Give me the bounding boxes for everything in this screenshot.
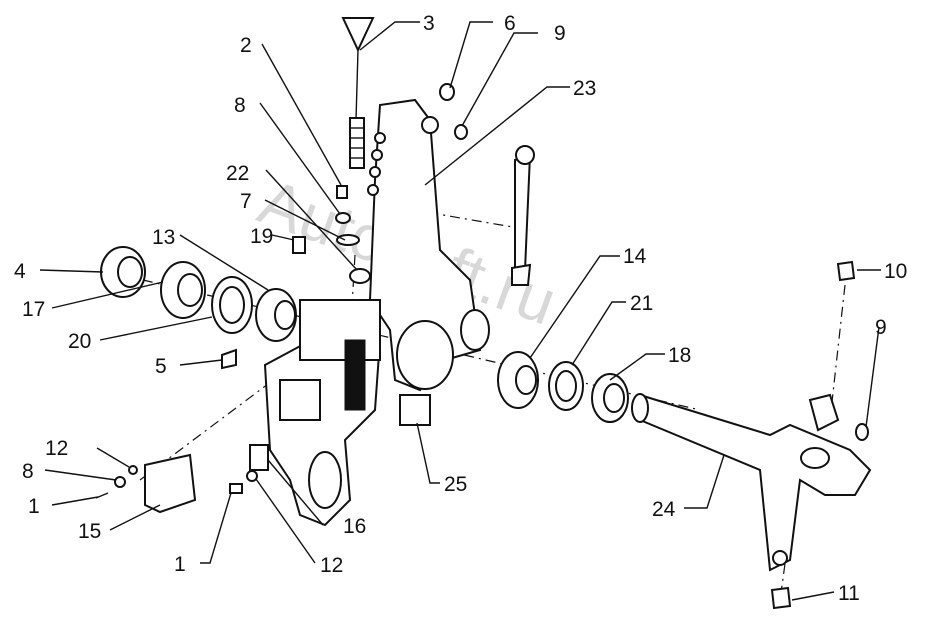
nut-9-top <box>454 124 468 140</box>
callout-2: 2 <box>240 34 252 57</box>
plug-19 <box>292 236 306 254</box>
cover-15 <box>144 453 197 514</box>
small-parts <box>95 83 869 610</box>
callout-12-bottom: 12 <box>320 554 343 577</box>
leader-lines <box>39 21 881 601</box>
callout-15: 15 <box>78 520 101 543</box>
washer-9 <box>855 423 869 441</box>
callout-9-right: 9 <box>875 316 887 339</box>
callout-22: 22 <box>226 162 249 185</box>
callout-25: 25 <box>444 473 467 496</box>
ring-22 <box>349 268 371 284</box>
rod-3 <box>341 17 375 169</box>
callout-21: 21 <box>630 292 653 315</box>
callout-8-left: 8 <box>22 460 34 483</box>
housing-16 <box>263 299 382 527</box>
ring-stack-left <box>100 246 297 342</box>
shaft-24 <box>631 393 872 572</box>
washer-12-left <box>128 465 138 475</box>
callout-8-top: 8 <box>234 94 246 117</box>
wrench <box>511 145 535 286</box>
nut-11 <box>770 586 792 610</box>
callout-11: 11 <box>838 582 860 605</box>
callout-7: 7 <box>240 190 252 213</box>
nut-10 <box>836 260 856 282</box>
callout-10: 10 <box>884 260 907 283</box>
nut-5 <box>221 348 237 370</box>
callout-14: 14 <box>623 245 647 268</box>
bracket-24 <box>808 393 840 432</box>
plate-16 <box>249 444 269 471</box>
washer-8-top <box>335 212 351 224</box>
callout-1-left: 1 <box>28 495 40 518</box>
callout-3: 3 <box>423 12 435 35</box>
callout-13: 13 <box>152 226 175 249</box>
callout-24: 24 <box>652 498 676 521</box>
callout-17: 17 <box>22 298 45 321</box>
bolt-2 <box>336 185 348 199</box>
block-25 <box>399 394 431 426</box>
callout-5: 5 <box>155 355 167 378</box>
bearing-stack-right <box>497 351 629 423</box>
callout-1-bottom: 1 <box>174 553 186 576</box>
callout-16: 16 <box>343 515 366 538</box>
washer-6 <box>439 83 455 101</box>
callout-19: 19 <box>250 225 273 248</box>
callout-20: 20 <box>68 330 91 353</box>
clip-7 <box>336 234 360 246</box>
callout-4: 4 <box>14 260 26 283</box>
callout-12-left: 12 <box>45 437 68 460</box>
washer-8-left <box>114 476 126 488</box>
callout-6: 6 <box>504 12 516 35</box>
callout-9-top: 9 <box>554 22 566 45</box>
bolt-1-bottom <box>229 483 243 494</box>
callout-labels: 2 3 4 5 6 7 8 8 9 9 10 11 12 12 13 14 15… <box>14 12 907 605</box>
callout-18: 18 <box>668 344 691 367</box>
callout-23: 23 <box>573 77 596 100</box>
